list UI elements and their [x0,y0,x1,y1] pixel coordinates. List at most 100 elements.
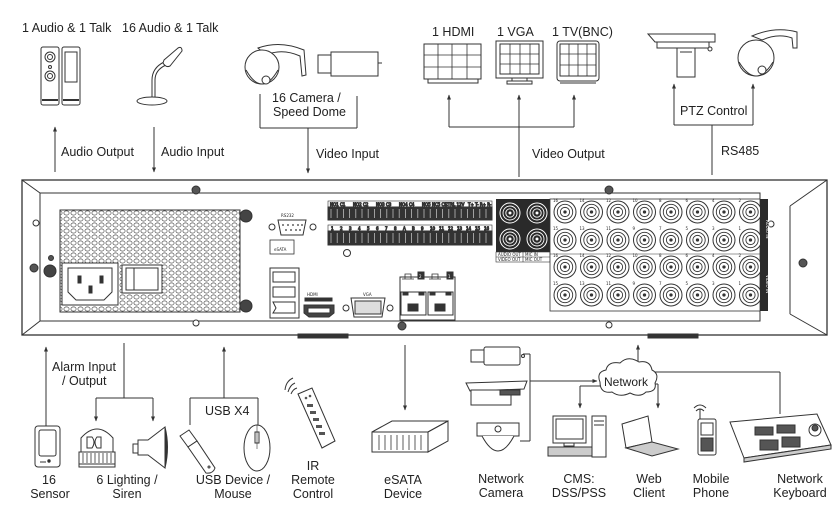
lan-ports[interactable] [399,271,456,321]
alarm-top-label: NO1 C1 [330,202,346,207]
av-bnc-3[interactable] [526,228,548,250]
alarm-bottom-label: 12 [448,226,454,231]
video-in-bnc-11[interactable] [606,283,630,307]
ir-label-1: IR [306,459,320,473]
video-in-bnc-1[interactable] [739,283,762,307]
video-in-bnc-5[interactable] [686,283,709,307]
video-in-bnc-4[interactable] [712,255,736,279]
power-switch[interactable] [125,267,159,291]
audio-in-bnc-8[interactable] [659,200,683,224]
bnc-number-label: 9 [633,226,636,231]
usb-device-label-2: Mouse [214,487,252,501]
audio-in-bnc-15[interactable] [553,228,577,252]
speed-dome-icon [244,44,307,85]
mic-out-label: MIC OUT [525,257,543,262]
audio-in-bnc-2[interactable] [739,200,762,224]
bnc-number-label: 2 [739,253,742,258]
alarm-bottom-label: 9 [421,226,424,231]
esata-device-label-2: Device [383,487,423,501]
cms-label-1: CMS: [563,472,595,486]
alarm-bottom-label: B [412,226,415,231]
lan-2-label: 2 [419,274,422,279]
bnc-number-label: 4 [712,253,715,258]
video-in-bnc-6[interactable] [686,255,709,279]
audio-in-bnc-9[interactable] [633,228,656,252]
video-in-bnc-13[interactable] [580,283,603,307]
web-client-label-1: Web [636,472,662,486]
audio-in-bnc-4[interactable] [712,200,736,224]
bnc-number-label: 13 [580,226,586,231]
audio-in-bnc-14[interactable] [580,200,603,224]
video-in-bnc-16[interactable] [553,255,577,279]
bnc-number-label: 16 [553,253,559,258]
video-in-bnc-8[interactable] [659,255,683,279]
alarm-top-label: T+ T- R+ R- [467,202,492,207]
audio-in-bnc-12[interactable] [606,200,630,224]
bnc-number-label: 15 [553,281,559,286]
video-in-bnc-12[interactable] [606,255,630,279]
alarm-top-label: NO3 C3 [376,202,392,207]
video-output-label: Video Output [532,147,605,161]
ptz-control-label: PTZ Control [680,104,748,118]
video-in-bnc-9[interactable] [633,283,656,307]
audio-in-bnc-7[interactable] [659,228,683,252]
audio-output-device-label: 1 Audio & 1 Talk [22,21,112,35]
video-in-bnc-2[interactable] [739,255,762,279]
network-camera-box-icon [470,346,525,366]
av-bnc-1[interactable] [526,202,548,224]
esata-label: eSATA [274,247,287,252]
bnc-number-label: 1 [739,226,742,231]
bnc-number-label: 7 [659,226,662,231]
hdmi-monitor-label: 1 HDMI [432,25,475,39]
vga-port[interactable] [342,297,394,318]
av-bnc-connectors[interactable] [499,202,548,250]
video-in-label: VIDEO IN [765,275,770,293]
audio-in-bnc-3[interactable] [712,228,736,252]
alarm-label-1: Alarm Input [52,360,116,374]
audio-input-device-label: 16 Audio & 1 Talk [122,21,219,35]
esata-device-label-1: eSATA [384,473,422,487]
network-cloud-icon [598,358,658,396]
video-in-bnc-10[interactable] [633,255,656,279]
network-camera-label-2: Camera [478,486,524,500]
video-in-bnc-3[interactable] [712,283,736,307]
alarm-bottom-label: 5 [367,226,370,231]
video-out-label: VIDEO OUT [498,257,521,262]
usb-x4-label: USB X4 [205,404,250,418]
speaker-icon [40,46,81,106]
video-in-bnc-7[interactable] [659,283,683,307]
audio-in-bnc-11[interactable] [606,228,630,252]
network-camera-dome-icon [476,422,520,452]
top-connectors [53,83,755,177]
video-in-bnc-15[interactable] [553,283,577,307]
audio-in-bnc-13[interactable] [580,228,603,252]
alarm-bottom-label: 15 [475,226,481,231]
bnc-number-label: 1 [739,281,742,286]
video-in-bnc-14[interactable] [580,255,603,279]
bnc-number-label: 6 [686,253,689,258]
audio-in-bnc-16[interactable] [553,200,577,224]
alarm-top-label: NO5 NC5 C5 [422,202,447,207]
bnc-number-label: 10 [633,253,639,258]
av-bnc-0[interactable] [499,202,521,224]
hdmi-port[interactable] [303,297,335,318]
audio-in-bnc-10[interactable] [633,200,656,224]
bnc-number-label: 7 [659,281,662,286]
box-camera-icon [317,51,382,77]
esata-device-icon [371,420,449,453]
av-bnc-2[interactable] [499,228,521,250]
network-keyboard-label-2: Keyboard [773,486,827,500]
alarm-bottom-label: 14 [466,226,472,231]
mobile-phone-icon [693,404,717,456]
audio-in-bnc-6[interactable] [686,200,709,224]
ir-label-2: Remote [291,473,335,487]
rs232-port[interactable] [268,219,317,236]
ptz-dome-icon [737,29,798,77]
audio-in-bnc-1[interactable] [739,228,762,252]
bnc-number-label: 3 [712,226,715,231]
audio-in-bnc-5[interactable] [686,228,709,252]
alarm-bottom-label: 16 [484,226,490,231]
usb-esata-ports[interactable] [269,239,300,319]
